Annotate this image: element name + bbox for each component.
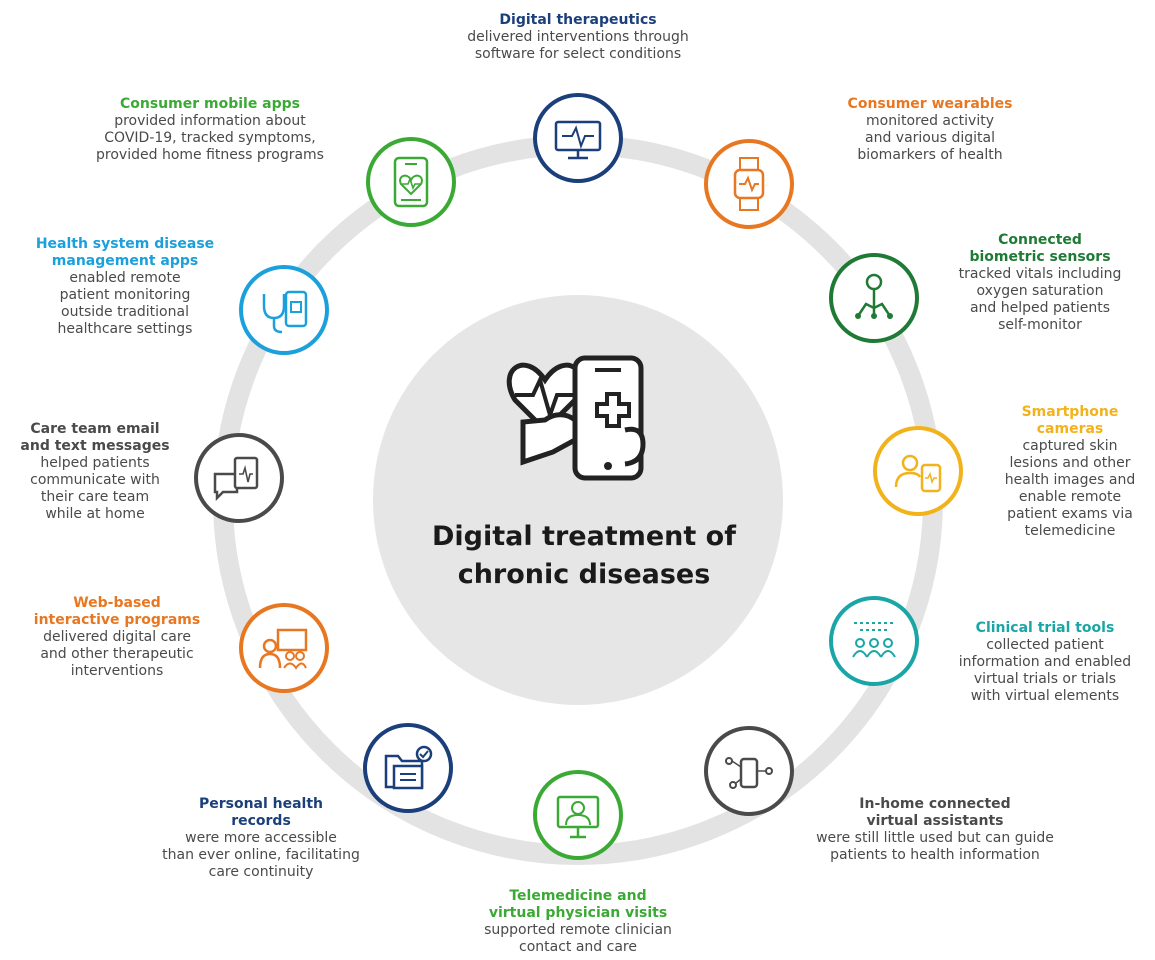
in-home-assistants-title: In-home connected virtual assistants bbox=[859, 796, 1011, 829]
health-system-apps-node bbox=[239, 265, 329, 355]
clinical-trial-tools-title: Clinical trial tools bbox=[975, 620, 1115, 636]
clinical-trial-tools-node bbox=[829, 596, 919, 686]
care-team-messages-title: Care team email and text messages bbox=[20, 421, 170, 454]
mobile-heart-icon bbox=[393, 156, 429, 208]
health-system-apps-title: Health system disease management apps bbox=[35, 236, 215, 269]
smartphone-cameras-description: captured skin lesions and other health i… bbox=[1004, 438, 1136, 539]
consumer-wearables-description: monitored activity and various digital b… bbox=[857, 113, 1003, 163]
web-based-programs-title: Web-based interactive programs bbox=[33, 595, 201, 628]
clinical-trial-tools-description: collected patient information and enable… bbox=[958, 637, 1132, 704]
chat-message-icon bbox=[213, 456, 259, 502]
digital-therapeutics-title: Digital therapeutics bbox=[499, 12, 657, 28]
consumer-mobile-apps-description: provided information about COVID-19, tra… bbox=[96, 113, 324, 163]
web-based-programs-node bbox=[239, 603, 329, 693]
consumer-mobile-apps-title: Consumer mobile apps bbox=[119, 96, 301, 112]
telemedicine-description: supported remote clinician contact and c… bbox=[484, 922, 672, 955]
connected-biometric-sensors-node bbox=[829, 253, 919, 343]
camera-patient-icon bbox=[894, 454, 942, 493]
telemedicine-node bbox=[533, 770, 623, 860]
in-home-assistants-node bbox=[704, 726, 794, 816]
connected-biometric-sensors-description: tracked vitals including oxygen saturati… bbox=[958, 266, 1122, 333]
personal-health-records-node bbox=[363, 723, 453, 813]
health-system-apps-description: enabled remote patient monitoring outsid… bbox=[57, 270, 193, 337]
consumer-wearables-node bbox=[704, 139, 794, 229]
video-doctor-icon bbox=[556, 795, 600, 839]
smartphone-cameras-title: Smartphone cameras bbox=[1021, 404, 1119, 437]
web-presentation-icon bbox=[258, 628, 308, 670]
digital-therapeutics-node bbox=[533, 93, 623, 183]
in-home-assistants-description: were still little used but can guide pat… bbox=[816, 830, 1054, 863]
telemedicine-label: Telemedicine and virtual physician visit… bbox=[440, 888, 716, 956]
biometric-sensor-icon bbox=[855, 273, 893, 319]
records-folder-icon bbox=[384, 745, 433, 790]
center-disc bbox=[373, 295, 783, 705]
personal-health-records-title: Personal health records bbox=[198, 796, 324, 829]
consumer-mobile-apps-node bbox=[366, 137, 456, 227]
digital-therapeutics-description: delivered interventions through software… bbox=[467, 29, 689, 62]
care-team-messages-node bbox=[194, 433, 284, 523]
telemedicine-title: Telemedicine and virtual physician visit… bbox=[488, 888, 668, 921]
center-title: Digital treatment of chronic diseases bbox=[432, 521, 736, 590]
web-based-programs-description: delivered digital care and other therape… bbox=[40, 629, 194, 679]
personal-health-records-description: were more accessible than ever online, f… bbox=[162, 830, 360, 880]
smartwatch-icon bbox=[733, 157, 765, 211]
monitor-ecg-icon bbox=[554, 120, 602, 160]
trial-group-icon bbox=[852, 622, 896, 658]
connected-biometric-sensors-title: Connected biometric sensors bbox=[969, 232, 1111, 265]
consumer-wearables-title: Consumer wearables bbox=[847, 96, 1013, 112]
smartphone-cameras-node bbox=[873, 426, 963, 516]
center-health-icon bbox=[506, 355, 646, 481]
care-team-messages-description: helped patients communicate with their c… bbox=[30, 455, 160, 522]
stethoscope-tablet-icon bbox=[262, 290, 308, 334]
voice-assistant-icon bbox=[725, 757, 773, 789]
